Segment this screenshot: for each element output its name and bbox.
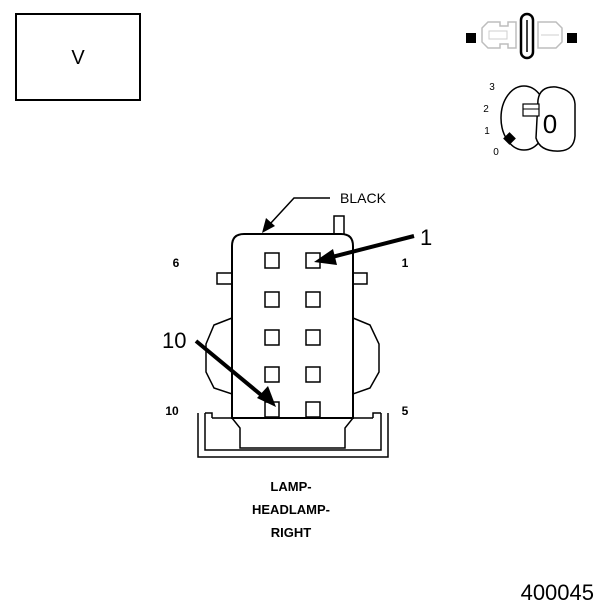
- callout-pin-1: 1: [420, 225, 432, 250]
- ignition-position-2: 2: [483, 104, 489, 115]
- color-callout: BLACK: [262, 190, 387, 233]
- pin-cavity: [305, 366, 321, 383]
- connector-name-line-3: RIGHT: [271, 525, 312, 540]
- connector-name-line-2: HEADLAMP-: [252, 502, 330, 517]
- connector-color-label: BLACK: [340, 190, 387, 206]
- figure-number: 400045: [521, 580, 594, 605]
- ignition-key-icon: 3 2 1 0 0: [483, 82, 576, 158]
- pin-cavity: [264, 329, 280, 346]
- ignition-position-3: 3: [489, 82, 495, 93]
- pin-cavity: [305, 329, 321, 346]
- connector-disconnected-icon: [466, 12, 577, 60]
- voltage-box: V: [15, 13, 141, 101]
- connector-name-line-1: LAMP-: [270, 479, 311, 494]
- pin-label-top-right: 1: [402, 256, 409, 270]
- ignition-current-position: 0: [543, 109, 557, 139]
- callout-pin-10: 10: [162, 328, 186, 353]
- connector-name: LAMP- HEADLAMP- RIGHT: [252, 479, 330, 540]
- pin-label-bottom-right: 5: [402, 404, 409, 418]
- pin-label-top-left: 6: [173, 256, 180, 270]
- ignition-position-1: 1: [484, 126, 490, 137]
- pin-10-callout: 10: [162, 328, 276, 407]
- ignition-position-0: 0: [493, 147, 499, 158]
- pin-cavity: [264, 252, 280, 269]
- pin-cavity: [305, 291, 321, 308]
- pin-cavity: [305, 401, 321, 418]
- pin-cavity: [264, 291, 280, 308]
- voltage-box-label: V: [71, 47, 85, 69]
- pin-cavities: [264, 252, 321, 418]
- pin-cavity: [264, 366, 280, 383]
- pin-1-callout: 1: [314, 225, 432, 265]
- connector-body: [197, 215, 389, 458]
- pin-label-bottom-left: 10: [165, 404, 179, 418]
